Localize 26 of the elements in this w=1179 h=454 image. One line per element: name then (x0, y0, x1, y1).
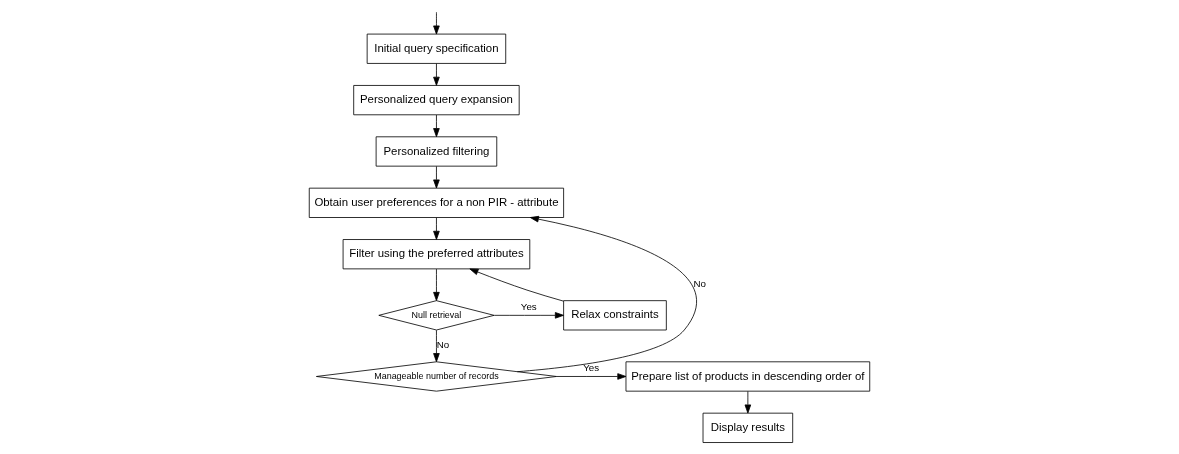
arrow (744, 391, 752, 414)
arrow (516, 215, 697, 373)
arrow (433, 268, 440, 301)
edge-label: No (436, 339, 450, 351)
arrow (433, 63, 440, 86)
edge-label: Yes (583, 362, 600, 374)
arrow (433, 11, 440, 35)
node-box: Initial query specification (366, 33, 507, 64)
node-box: Personalized filtering (375, 136, 498, 167)
node-diamond: Manageable number of records (315, 361, 557, 392)
node-box: Prepare list of products in descending order of (625, 361, 871, 392)
arrow (433, 217, 440, 240)
edge-label: No (693, 278, 706, 290)
arrow (433, 329, 440, 363)
node-diamond: Null retrieval (378, 300, 495, 331)
node-box: Display results (702, 412, 794, 443)
arrow (433, 166, 440, 189)
arrow (556, 373, 627, 380)
edge-label: Yes (520, 301, 537, 313)
node-box: Filter using the preferred attributes (342, 239, 531, 270)
arrow (469, 268, 564, 302)
arrow (433, 114, 440, 138)
arrow (493, 312, 564, 319)
node-box: Obtain user preferences for a non PIR - attribute (308, 187, 565, 218)
node-box: Personalized query expansion (353, 85, 520, 116)
node-box: Relax constraints (563, 300, 667, 331)
